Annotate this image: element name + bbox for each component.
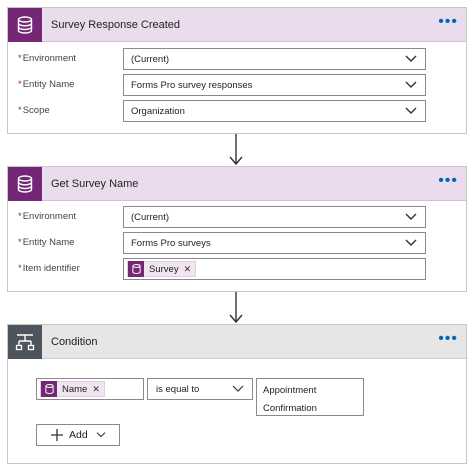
chevron-down-icon[interactable] — [405, 80, 417, 90]
trigger-title: Survey Response Created — [51, 18, 181, 31]
add-label: Add — [69, 429, 88, 441]
trigger-header[interactable]: Survey Response Created ••• — [8, 7, 466, 42]
token-label: Name — [62, 383, 88, 395]
database-icon — [8, 7, 42, 42]
environment-row: *Environment (Current) — [8, 48, 466, 70]
ellipsis-icon[interactable]: ••• — [438, 172, 458, 189]
chevron-down-icon[interactable] — [405, 106, 417, 116]
arrow-down-icon — [229, 134, 243, 166]
condition-title: Condition — [51, 335, 98, 348]
environment-row: *Environment (Current) — [8, 206, 466, 228]
remove-token-icon[interactable]: ✕ — [92, 383, 100, 394]
token-label: Survey — [149, 263, 179, 275]
chevron-down-icon[interactable] — [405, 54, 417, 64]
condition-header[interactable]: Condition ••• — [8, 324, 466, 359]
operator-dropdown[interactable]: is equal to — [147, 378, 253, 400]
entity-name-label: Entity Name — [22, 79, 75, 90]
condition-branch-icon — [8, 324, 42, 359]
entity-name-row: *Entity Name Forms Pro surveys — [8, 232, 466, 254]
action-title: Get Survey Name — [51, 177, 139, 190]
chevron-down-icon[interactable] — [232, 384, 244, 394]
entity-name-dropdown[interactable]: Forms Pro survey responses — [123, 74, 426, 96]
entity-name-row: *Entity Name Forms Pro survey responses — [8, 74, 466, 96]
trigger-card: Survey Response Created ••• *Environment… — [7, 7, 467, 134]
scope-label: Scope — [22, 105, 50, 116]
value-confirmation: Confirmation — [263, 403, 317, 414]
database-icon — [41, 381, 57, 397]
action-header[interactable]: Get Survey Name ••• — [8, 166, 466, 201]
entity-name-dropdown[interactable]: Forms Pro surveys — [123, 232, 426, 254]
item-identifier-input[interactable]: Survey ✕ — [123, 258, 426, 280]
condition-card: Condition ••• Name ✕ is equal to Appoint… — [7, 324, 467, 464]
entity-name-label: Entity Name — [22, 237, 75, 248]
scope-dropdown[interactable]: Organization — [123, 100, 426, 122]
ellipsis-icon[interactable]: ••• — [438, 330, 458, 347]
value-appointment: Appointment — [263, 385, 317, 396]
scope-row: *Scope Organization — [8, 100, 466, 122]
arrow-down-icon — [229, 292, 243, 324]
condition-left-operand[interactable]: Name ✕ — [36, 378, 144, 400]
ellipsis-icon[interactable]: ••• — [438, 13, 458, 30]
environment-label: Environment — [22, 211, 77, 222]
action-card: Get Survey Name ••• *Environment (Curren… — [7, 166, 467, 292]
chevron-down-icon[interactable] — [405, 238, 417, 248]
database-icon — [128, 261, 144, 277]
database-icon — [8, 166, 42, 201]
condition-right-operand[interactable]: Appointment Confirmation — [256, 378, 364, 416]
chevron-down-icon — [96, 432, 106, 438]
item-identifier-row: *Item identifier Survey ✕ — [8, 258, 466, 280]
add-button[interactable]: Add — [36, 424, 120, 446]
environment-dropdown[interactable]: (Current) — [123, 206, 426, 228]
environment-dropdown[interactable]: (Current) — [123, 48, 426, 70]
remove-token-icon[interactable]: ✕ — [183, 263, 192, 274]
name-token[interactable]: Name ✕ — [40, 381, 105, 397]
plus-icon — [51, 429, 63, 441]
survey-token[interactable]: Survey ✕ — [127, 261, 197, 277]
chevron-down-icon[interactable] — [405, 212, 417, 222]
environment-label: Environment — [22, 53, 77, 64]
item-identifier-label: Item identifier — [22, 263, 80, 274]
